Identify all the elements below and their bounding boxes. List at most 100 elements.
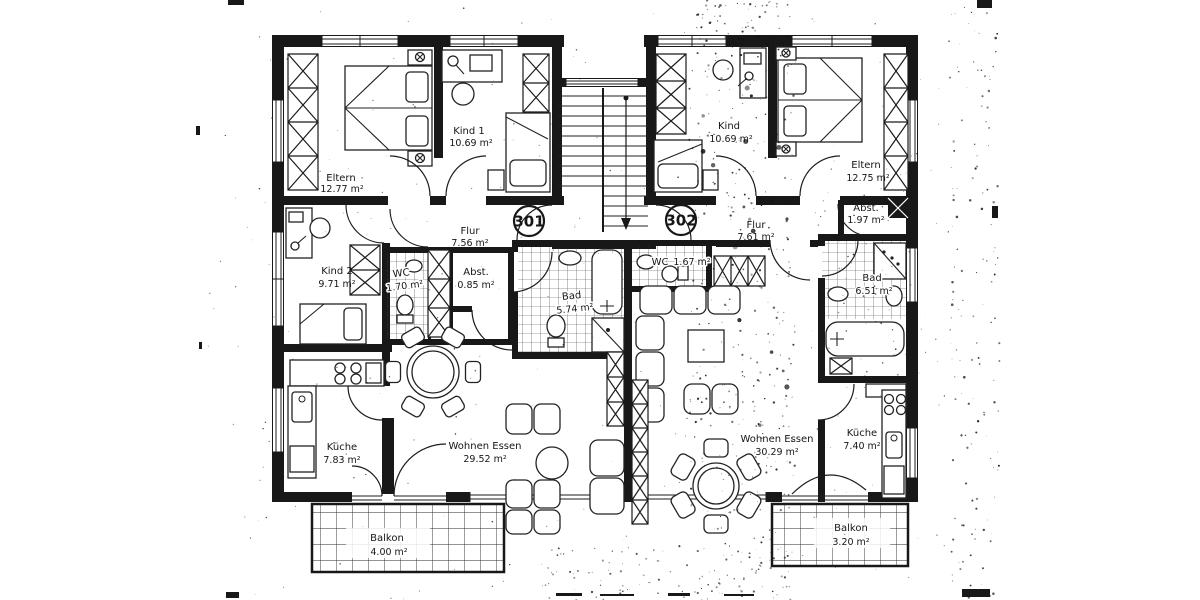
room-bad-302: Bad 6.51 m²	[822, 241, 907, 375]
balcony-door-301-left	[351, 465, 383, 497]
double-bed	[344, 65, 433, 151]
wall-shaft-hatch	[606, 351, 625, 427]
room-label: Abst.	[463, 267, 489, 278]
single-bed	[299, 303, 367, 345]
room-area: 7.61 m²	[737, 232, 774, 243]
room-wc-302: WC 1.67 m²	[632, 246, 766, 287]
desk	[285, 207, 313, 259]
kitchen-sink	[287, 385, 317, 479]
sink	[827, 286, 849, 302]
stair-treads-left	[558, 95, 602, 187]
wardrobe-icon	[655, 53, 687, 135]
room-area: 3.20 m²	[832, 537, 869, 548]
balcony-302: Balkon 3.20 m²	[770, 502, 910, 568]
wardrobe-icon	[287, 53, 319, 191]
door-arcs	[345, 155, 871, 497]
room-label: Flur	[747, 220, 767, 231]
hall-wardrobe-icon	[713, 255, 766, 287]
room-label: Bad	[561, 290, 581, 303]
svg-text:301: 301	[513, 213, 544, 231]
window-top-kind-302	[657, 36, 727, 46]
stove-burners-icon	[334, 362, 362, 385]
room-area: 30.29 m²	[755, 447, 798, 458]
balcony-door-sill-301	[352, 495, 446, 501]
sink	[405, 259, 423, 273]
room-area: 1.67 m²	[673, 257, 710, 268]
room-eltern-301: Eltern 12.77 m²	[287, 49, 433, 195]
room-area: 12.77 m²	[320, 184, 363, 195]
room-label: Kind 2	[321, 266, 353, 277]
window-left-kueche-301	[273, 387, 283, 453]
room-area: 10.69 m²	[709, 134, 752, 145]
room-area: 12.75 m²	[846, 173, 889, 184]
window-top-eltern-302	[791, 36, 873, 46]
balcony-door-301-right	[393, 443, 447, 497]
door-kind2-301	[345, 204, 385, 244]
desk-chair	[712, 59, 734, 81]
nightstand-lamp-icon	[775, 46, 797, 157]
balcony-301: Balkon 4.00 m²	[310, 502, 506, 574]
wardrobe-icon	[883, 53, 909, 191]
room-label: Wohnen Essen	[449, 441, 522, 452]
desk	[441, 49, 503, 83]
room-bad-301: Bad 5.74 m²	[518, 247, 625, 353]
room-area: 6.51 m²	[855, 286, 892, 297]
double-bed	[777, 57, 863, 143]
scan-artifacts	[196, 0, 998, 598]
dining-chairs	[670, 438, 762, 534]
door-wc-301	[389, 208, 429, 248]
sink	[558, 250, 582, 266]
door-eltern-302	[799, 155, 841, 197]
nightstand-lamp-icon	[407, 49, 433, 167]
toilet	[885, 285, 903, 307]
toilet	[661, 265, 689, 283]
balcony-door-302	[791, 474, 867, 495]
window-right-kueche-302	[907, 427, 917, 479]
apartment-302: Kind 10.69 m² Eltern 12.75 m²	[631, 46, 909, 534]
door-abst-302	[837, 203, 871, 237]
shower	[591, 317, 625, 353]
window-right-bad-302	[907, 247, 917, 303]
desk	[737, 47, 767, 99]
unit-number-302: 302	[664, 203, 698, 237]
window-top-eltern-301	[321, 36, 399, 46]
door-kind-302	[715, 155, 757, 197]
room-area: 10.69 m²	[449, 138, 492, 149]
room-label: WC	[652, 257, 669, 268]
bathtub	[825, 321, 905, 357]
storage-shelf-icon	[427, 249, 451, 338]
window-right-eltern-302	[907, 99, 917, 163]
room-flur-302: Flur 7.61 m²	[737, 220, 774, 243]
room-label: Küche	[847, 428, 877, 439]
toner-speckle-noise	[207, 0, 1001, 600]
desk-chair	[309, 217, 331, 239]
room-label: Wohnen Essen	[741, 434, 814, 445]
room-label: Flur	[461, 226, 481, 237]
room-label: Kind 1	[453, 126, 485, 137]
room-abst-302: Abst. 1.97 m²	[847, 197, 909, 226]
wardrobe-icon	[522, 53, 550, 113]
door-kueche-301	[347, 385, 383, 421]
door-wohnen-302	[769, 239, 811, 281]
room-label: Küche	[327, 442, 357, 453]
wardrobe-icon	[349, 244, 381, 296]
room-label: Bad	[862, 273, 881, 284]
dining-table	[406, 345, 460, 399]
room-label: Abst.	[853, 203, 879, 214]
entry-door-301	[516, 204, 553, 241]
coffee-table	[535, 446, 569, 480]
staircase	[558, 88, 648, 232]
room-area: 9.71 m²	[318, 279, 355, 290]
room-eltern-302: Eltern 12.75 m²	[775, 46, 909, 191]
shaft-hatch	[829, 357, 853, 375]
window-stairwell	[565, 79, 639, 86]
toilet	[396, 294, 414, 316]
desk-chair	[451, 82, 475, 106]
single-bed	[653, 139, 719, 193]
shower	[873, 242, 907, 280]
stair-direction-arrow	[621, 95, 631, 230]
side-table	[687, 329, 725, 363]
door-kind1-301	[445, 155, 487, 197]
